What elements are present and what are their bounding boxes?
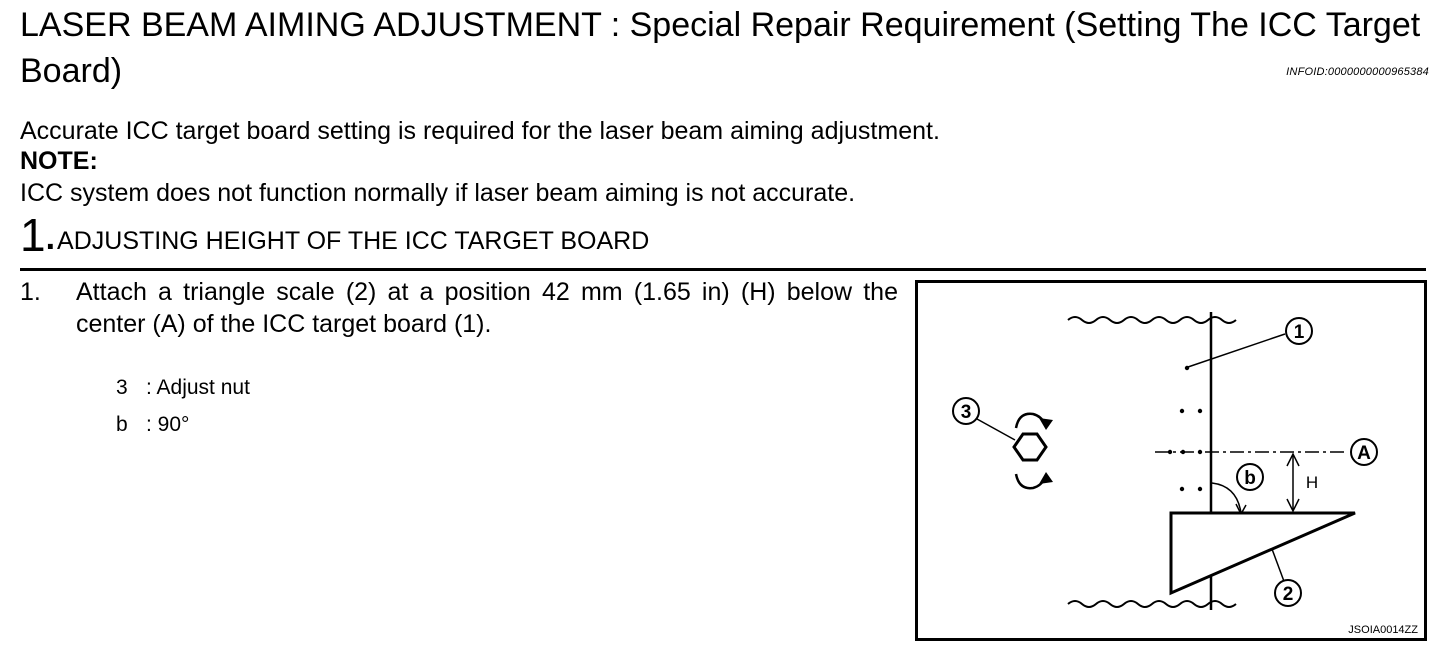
info-id: INFOID:0000000000965384 xyxy=(1286,66,1429,78)
page-title: LASER BEAM AIMING ADJUSTMENT : Special R… xyxy=(20,6,1421,90)
note-label: NOTE: xyxy=(20,147,98,175)
legend-key: 3 xyxy=(116,376,128,399)
adjust-nut-icon xyxy=(1012,412,1053,490)
legend-value: : 90° xyxy=(146,413,190,436)
note-text: ICC system does not function normally if… xyxy=(20,179,856,207)
label-h: H xyxy=(1306,473,1318,492)
section-divider xyxy=(20,268,1426,271)
legend-item-adjust-nut: 3 : Adjust nut xyxy=(116,374,250,402)
intro-text: Accurate ICC target board setting is req… xyxy=(20,117,940,145)
callout-1: 1 xyxy=(1294,322,1305,343)
step-number: 1 xyxy=(20,209,46,261)
angle-arc xyxy=(1211,482,1242,514)
figure-id: JSOIA0014ZZ xyxy=(1348,624,1418,636)
step-heading: 1.ADJUSTING HEIGHT OF THE ICC TARGET BOA… xyxy=(20,212,649,258)
step-title: ADJUSTING HEIGHT OF THE ICC TARGET BOARD xyxy=(57,227,650,255)
break-line-bottom xyxy=(1067,600,1237,608)
instruction-text: Attach a triangle scale (2) at a positio… xyxy=(76,278,898,338)
callout-a: A xyxy=(1357,443,1371,464)
leader-1 xyxy=(1187,333,1286,368)
callout-b: b xyxy=(1244,468,1256,489)
callout-3: 3 xyxy=(961,402,972,423)
target-board-diagram: 1 A H b 2 3 JSOIA0014ZZ xyxy=(915,280,1427,641)
leader-3 xyxy=(976,418,1016,441)
legend-value: : Adjust nut xyxy=(146,376,250,399)
break-line-top xyxy=(1067,316,1237,324)
legend-key: b xyxy=(116,413,128,436)
callout-2: 2 xyxy=(1283,584,1294,605)
legend-item-angle: b : 90° xyxy=(116,411,189,439)
instruction-number: 1. xyxy=(20,278,41,306)
triangle-scale xyxy=(1169,511,1356,596)
step-dot: . xyxy=(45,219,56,257)
leader-2 xyxy=(1271,548,1286,585)
